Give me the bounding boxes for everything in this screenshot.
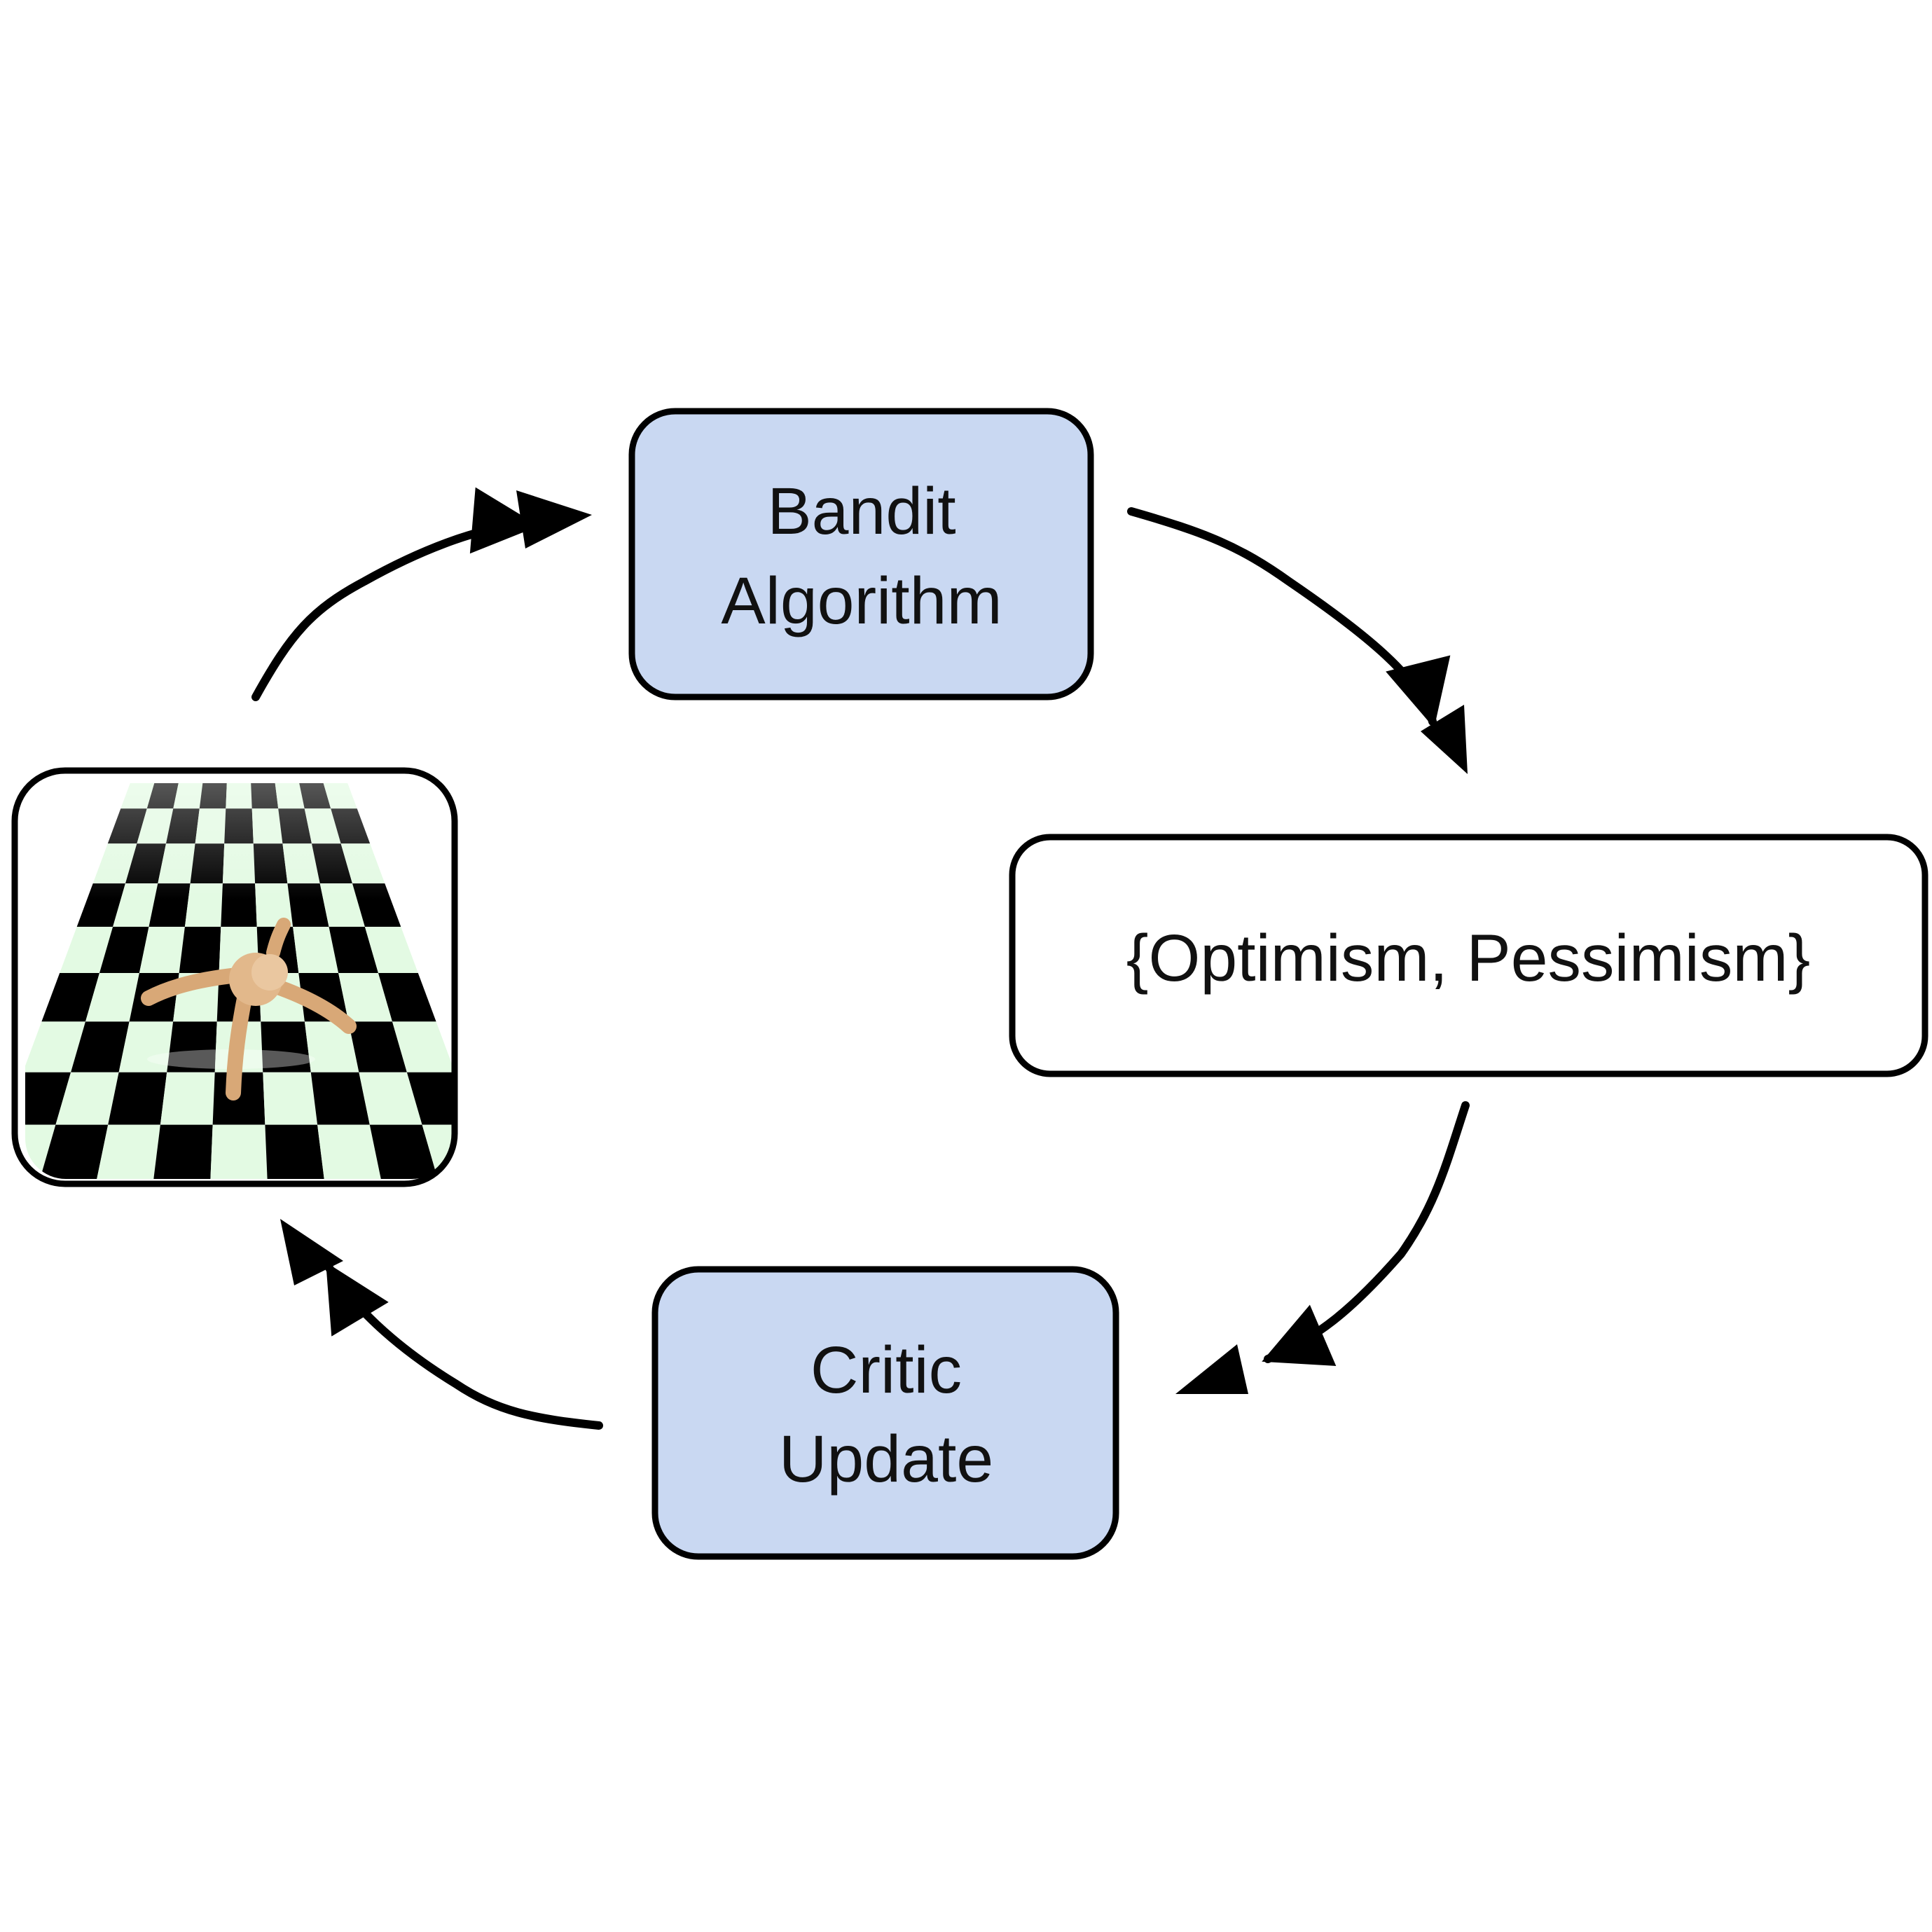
- critic-update-line2: Update: [779, 1422, 993, 1496]
- optimism-pessimism-node: {Optimism, Pessimism}: [1009, 834, 1928, 1077]
- arrow-critic-to-env: [325, 1262, 603, 1430]
- bandit-algorithm-box: [628, 408, 1094, 701]
- critic-update-box: [651, 1266, 1119, 1560]
- quadruped-robot: [141, 918, 357, 1100]
- arrow-env-to-bandit: [251, 487, 539, 701]
- arrowhead-choice: [1421, 705, 1468, 774]
- arrowhead-bandit: [516, 490, 592, 548]
- arrowhead-env: [280, 1219, 343, 1285]
- bandit-algorithm-node: Bandit Algorithm: [628, 408, 1094, 701]
- arrow-choice-to-critic: [1262, 1101, 1470, 1366]
- optimism-pessimism-label: {Optimism, Pessimism}: [1126, 921, 1811, 995]
- optimism-pessimism-box: [1009, 834, 1928, 1077]
- critic-update-node: Critic Update: [651, 1266, 1119, 1560]
- bandit-algorithm-line2: Algorithm: [721, 564, 1002, 638]
- bandit-algorithm-line1: Bandit: [767, 474, 955, 548]
- environment-image-node: [11, 767, 458, 1187]
- critic-update-line1: Critic: [810, 1333, 962, 1407]
- arrowhead-critic: [1175, 1344, 1248, 1394]
- arrow-bandit-to-choice: [1127, 507, 1451, 729]
- environment-image-frame: [11, 767, 458, 1187]
